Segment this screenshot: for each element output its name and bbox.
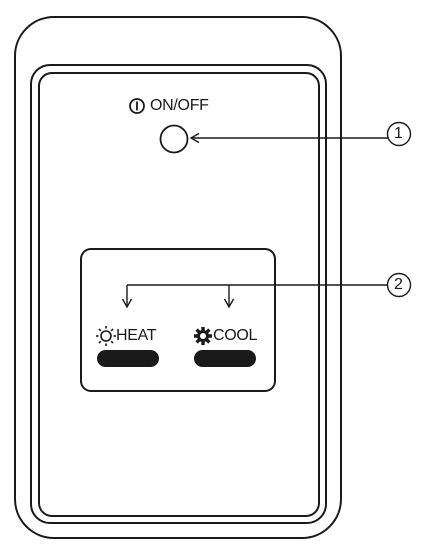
wall-panel-face <box>38 72 320 517</box>
callout-2-circle <box>386 272 412 298</box>
wall-panel-outer <box>14 16 342 539</box>
cool-label: COOL <box>213 327 258 344</box>
callout-1-number: 1 <box>394 125 403 142</box>
callout-1-leader <box>189 132 388 144</box>
heat-label: HEAT <box>116 327 157 344</box>
sun-icon <box>96 326 116 346</box>
heat-button[interactable] <box>97 350 159 367</box>
power-icon <box>129 98 145 114</box>
callout-2-number: 2 <box>394 276 403 293</box>
cool-button[interactable] <box>194 350 256 367</box>
callout-2-leader <box>121 284 388 309</box>
wall-panel-frame <box>30 64 327 524</box>
snowflake-gear-icon <box>194 327 212 345</box>
callout-1-circle <box>386 121 412 147</box>
mode-switch-box <box>80 248 276 392</box>
onoff-label: ON/OFF <box>150 97 209 114</box>
onoff-button[interactable] <box>159 124 189 154</box>
